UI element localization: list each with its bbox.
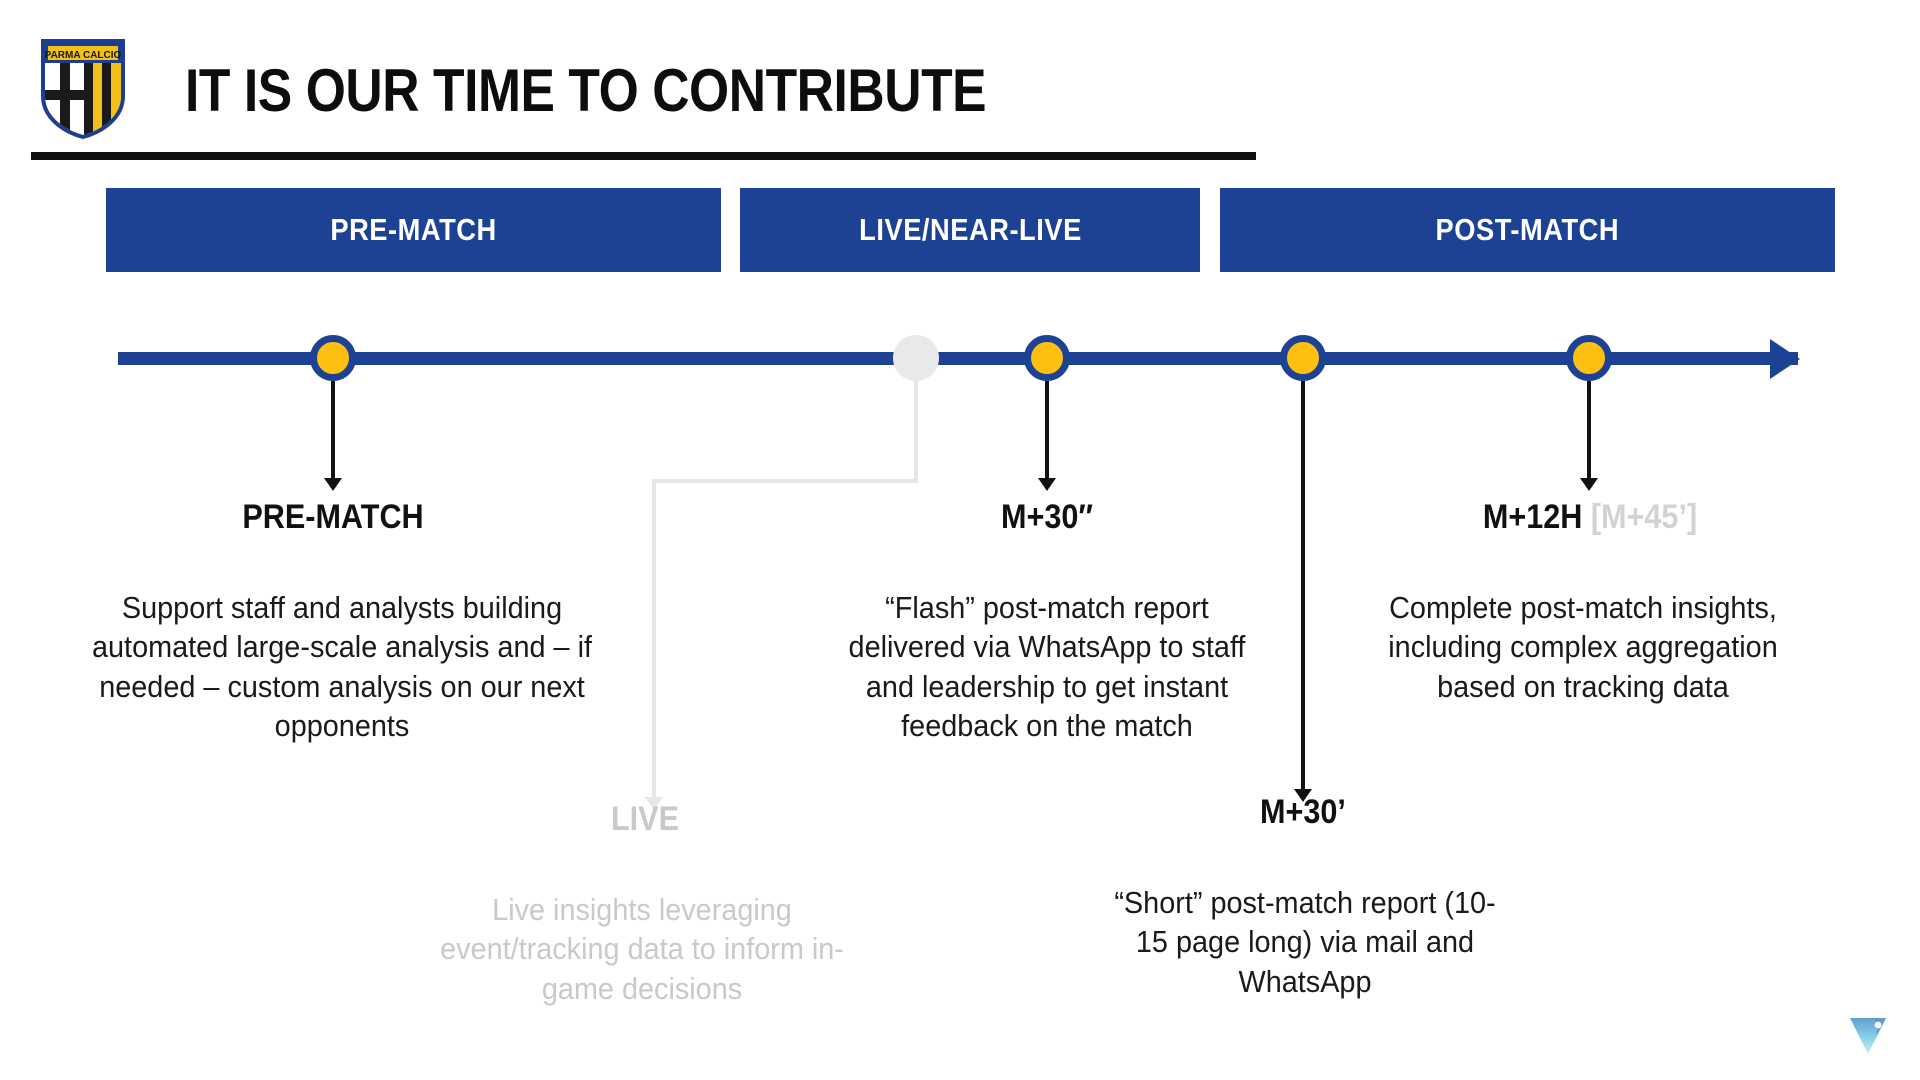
parma-calcio-crest-logo: PARMA CALCIO xyxy=(40,38,126,140)
page-title: IT IS OUR TIME TO CONTRIBUTE xyxy=(185,57,987,124)
timeline-node-m-plus-30-sec[interactable] xyxy=(1024,335,1070,381)
timeline-label-m-plus-12h-alt: [M+45’] xyxy=(1590,498,1698,536)
connector-stem-pre-match xyxy=(331,381,335,481)
connector-stem-m-plus-30-sec xyxy=(1045,381,1049,481)
connector-stem-m-plus-30-min xyxy=(1301,381,1305,792)
connector-arrow-m-plus-12h-icon xyxy=(1580,478,1598,491)
timeline-label-live: LIVE xyxy=(610,800,680,838)
connector-arrow-m-plus-30-min-icon xyxy=(1294,789,1312,802)
description-m-plus-30-min: “Short” post-match report (10-15 page lo… xyxy=(1114,885,1496,999)
timeline-label-m-plus-30-min: M+30’ xyxy=(1260,793,1346,831)
crest-wordmark: PARMA CALCIO xyxy=(45,50,122,61)
phase-header-live-near-live: LIVE/NEAR-LIVE xyxy=(740,188,1200,272)
phase-header-label: POST-MATCH xyxy=(1435,212,1620,247)
description-m-plus-12h: Complete post-match insights, including … xyxy=(1388,590,1778,704)
connector-arrow-live-icon xyxy=(645,797,663,810)
timeline-label-m-plus-30-sec: M+30″ xyxy=(1000,498,1094,536)
connector-arrow-pre-match-icon xyxy=(324,478,342,491)
timeline-node-pre-match[interactable] xyxy=(310,335,356,381)
timeline-arrow-head-icon xyxy=(1770,339,1800,379)
phase-header-label: PRE-MATCH xyxy=(330,212,497,247)
connector-stem-live-upper xyxy=(914,381,918,481)
timeline-node-m-plus-30-min[interactable] xyxy=(1280,335,1326,381)
timeline-node-live[interactable] xyxy=(893,335,939,381)
description-live: Live insights leveraging event/tracking … xyxy=(440,892,844,1006)
phase-header-label: LIVE/NEAR-LIVE xyxy=(858,212,1082,247)
connector-stem-live-lower xyxy=(652,479,656,799)
timeline-label-m-plus-12h-main: M+12H xyxy=(1482,498,1583,536)
phase-header-pre-match: PRE-MATCH xyxy=(106,188,721,272)
connector-stem-m-plus-12h xyxy=(1587,381,1591,481)
timeline-label-m-plus-12h: M+12H [M+45’] xyxy=(1446,498,1734,537)
description-m-plus-30-sec: “Flash” post-match report delivered via … xyxy=(848,590,1246,744)
brand-watermark-logo-icon xyxy=(1844,1012,1892,1058)
timeline-axis-line xyxy=(118,352,1798,365)
connector-elbow-live-horizontal xyxy=(652,479,918,483)
connector-arrow-m-plus-30-sec-icon xyxy=(1038,478,1056,491)
description-pre-match: Support staff and analysts building auto… xyxy=(91,590,593,744)
phase-header-post-match: POST-MATCH xyxy=(1220,188,1835,272)
timeline-node-m-plus-12h[interactable] xyxy=(1566,335,1612,381)
timeline-label-pre-match: PRE-MATCH xyxy=(242,498,424,536)
title-underline-rule xyxy=(31,152,1256,160)
